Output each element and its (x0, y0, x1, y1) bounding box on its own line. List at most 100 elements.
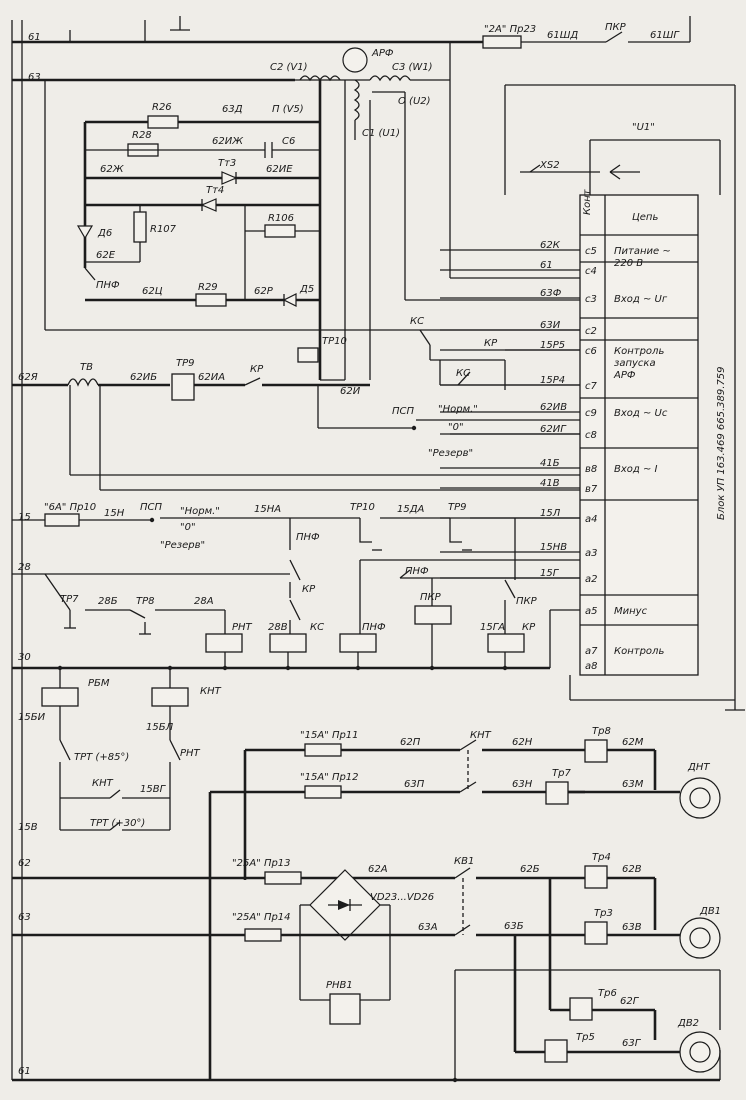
block-pin: а5 (585, 606, 598, 617)
block-pin: с6 (585, 346, 597, 357)
fuse-pr11 (304, 743, 342, 757)
block-wire-label: 15Р4 (540, 375, 565, 386)
wire-62ia: 62ИА (198, 372, 225, 383)
pkr-coil (414, 605, 452, 625)
r106-label: R106 (268, 213, 294, 224)
block-pin: с4 (585, 266, 597, 277)
wire-28b: 28Б (98, 596, 118, 607)
block-pin: с3 (585, 294, 597, 305)
block-pin: в8 (585, 464, 597, 475)
block-wire-label: 61 (540, 260, 553, 271)
tv-label: ТВ (80, 362, 93, 373)
block-wire-label: 15НВ (540, 542, 567, 553)
wire-62ie: 62ИЕ (266, 164, 293, 175)
block-pin: с8 (585, 430, 597, 441)
block-desc: Вход ~ Uг (614, 294, 668, 305)
o-u2-label: О (U2) (398, 96, 431, 107)
wire-62a: 62А (368, 864, 388, 875)
r26-label: R26 (152, 102, 172, 113)
tp10-coil (297, 347, 319, 363)
rnt-coil (205, 633, 243, 653)
pnf-coil (339, 633, 377, 653)
fuse-pr12-label: "15А" Пр12 (300, 772, 359, 783)
block-kont-header: Конт (582, 188, 593, 215)
wire-28v: 28В (268, 622, 288, 633)
r106 (264, 224, 296, 238)
pnf-ctrl-label: ПНФ (296, 532, 320, 543)
psp-mid-label: ПСП (392, 406, 415, 417)
block-pin: с5 (585, 246, 597, 257)
wire-63n: 63Н (512, 779, 533, 790)
c2-label: С2 (V1) (270, 62, 308, 73)
block-desc: Вход ~ Uс (614, 408, 668, 419)
zero-ctrl-label: "0" (180, 522, 196, 533)
arf-label: АРФ (371, 48, 394, 59)
tp7-power-label: Тр7 (552, 768, 571, 779)
wire-63p: 63П (404, 779, 425, 790)
dnt-label: ДНТ (687, 762, 710, 773)
wire-62i: 62И (340, 386, 361, 397)
rezerv-ctrl-label: "Резерв" (160, 540, 205, 551)
ks-mid-label: КС (410, 316, 424, 327)
fuse-pr23-label: "2А" Пр23 (484, 24, 536, 35)
r107 (133, 211, 147, 243)
tm3-label: Тт3 (218, 158, 236, 169)
up-block: Конт Цепь Блок УП 163.469 665.389.759 с5… (440, 188, 727, 676)
pnf-ctrl2-label: ПНФ (405, 566, 429, 577)
r107-label: R107 (150, 224, 177, 235)
rezerv-mid-label: "Резерв" (428, 448, 473, 459)
rail-28-label: 28 (18, 562, 31, 573)
r26 (147, 115, 179, 129)
block-wire-label: 62К (540, 240, 561, 251)
r28-label: R28 (132, 130, 152, 141)
fuse-pr12 (304, 785, 342, 799)
knt-coil (151, 687, 189, 707)
rail-62b-label: 62 (18, 858, 31, 869)
wire-62ib: 62ИБ (130, 372, 157, 383)
norm-ctrl-label: "Норм." (180, 506, 220, 517)
rail-61-label: 61 (28, 32, 41, 43)
u1-label: "U1" (632, 122, 655, 133)
wire-62ts: 62Ц (142, 286, 163, 297)
fuse-pr11-label: "15А" Пр11 (300, 730, 359, 741)
block-pin: а4 (585, 514, 598, 525)
wire-63d: 63Д (222, 104, 243, 115)
knt-lower2-label: КНТ (92, 778, 114, 789)
tp8-power-label: Тр8 (592, 726, 611, 737)
c6-label: С6 (282, 136, 295, 147)
rail-61b-label: 61 (18, 1066, 31, 1077)
block-vertical-label: Блок УП 163.469 665.389.759 (716, 366, 727, 520)
rail-30-label: 30 (18, 652, 31, 663)
pkr-top-label: ПКР (605, 22, 627, 33)
block-wire-label: 15Г (540, 568, 560, 579)
block-pin: с9 (585, 408, 597, 419)
rnv1-coil (329, 993, 361, 1025)
rnt-lower-label: РНТ (180, 748, 201, 759)
norm-mid-label: "Норм." (438, 404, 478, 415)
wire-15bi: 15БИ (18, 712, 46, 723)
fuse-pr14 (244, 928, 282, 942)
tp3-label: Тр3 (594, 908, 613, 919)
wire-62e: 62Е (96, 250, 116, 261)
block-wire-label: 62ИВ (540, 402, 567, 413)
wire-62b: 62Б (520, 864, 540, 875)
tp10-ctrl-label: ТР10 (350, 502, 375, 513)
block-pin: а8 (585, 661, 598, 672)
kr-mid2-label: КР (484, 338, 498, 349)
rail-62ya-label: 62Я (18, 372, 38, 383)
wire-62m: 62М (622, 737, 644, 748)
wire-15da: 15ДА (397, 504, 425, 515)
knt-lower-label: КНТ (200, 686, 222, 697)
kr-ctrl-label: КР (302, 584, 316, 595)
pkr-ctrl2-label: ПКР (516, 596, 538, 607)
wire-62n: 62Н (512, 737, 533, 748)
fuse-pr23 (482, 35, 522, 49)
wire-63b: 63Б (504, 921, 524, 932)
r29-label: R29 (198, 282, 218, 293)
c1-label: С1 (U1) (362, 128, 400, 139)
block-wire-label: 63Ф (540, 288, 562, 299)
ks-ctrl-label: КС (310, 622, 324, 633)
block-wire-label: 41В (540, 478, 560, 489)
wire-61shg: 61ШГ (650, 30, 680, 41)
